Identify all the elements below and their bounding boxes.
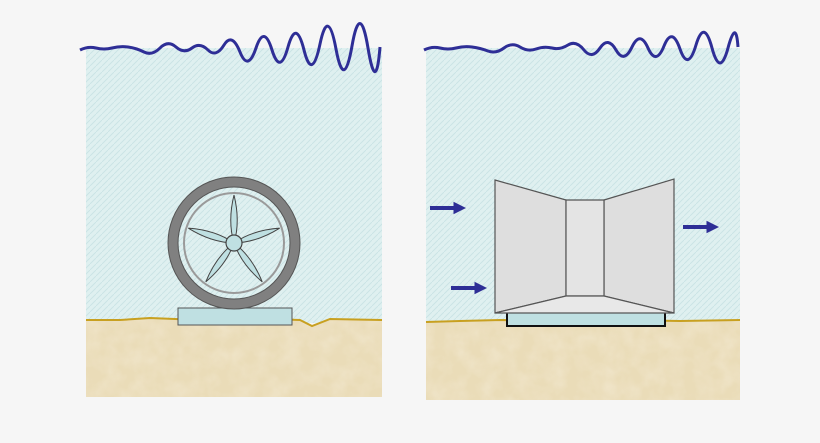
venturi-duct xyxy=(494,178,675,327)
turbine-inner-ring xyxy=(183,192,285,294)
duct-throat xyxy=(565,199,605,297)
turbine-blade xyxy=(232,227,280,244)
turbine-blade xyxy=(205,241,236,283)
panel-open-rotor xyxy=(79,22,383,397)
water-surface-wave xyxy=(79,22,382,74)
turbine-outer-ring xyxy=(168,177,300,309)
seabed-texture xyxy=(426,320,740,400)
ring-turbine xyxy=(167,176,301,326)
turbine-base-plate xyxy=(177,307,293,326)
duct-right-wall xyxy=(603,178,675,314)
turbine-hub xyxy=(225,234,243,252)
seabed-texture xyxy=(86,318,382,397)
turbine-blade xyxy=(232,241,263,283)
panel-ducted xyxy=(423,30,741,400)
turbine-blade xyxy=(188,227,236,244)
duct-floor xyxy=(494,295,675,314)
turbine-blades xyxy=(188,194,280,283)
water-surface-wave xyxy=(423,30,740,65)
duct-left-wall xyxy=(494,179,567,314)
turbine-blade xyxy=(230,194,238,245)
